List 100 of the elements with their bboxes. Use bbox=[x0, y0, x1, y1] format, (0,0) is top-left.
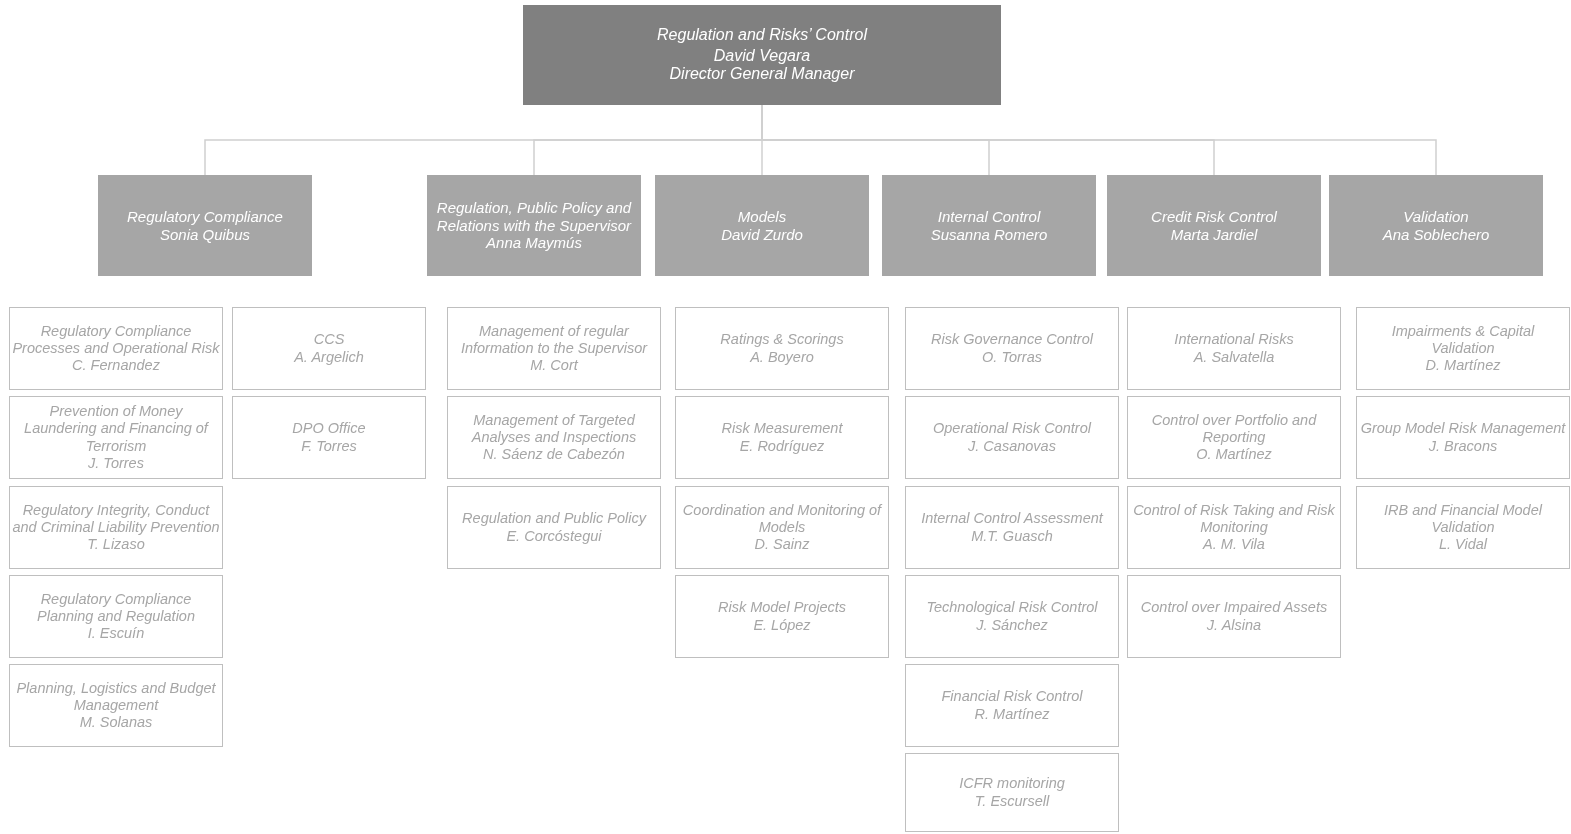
unit-box bbox=[1127, 486, 1341, 569]
unit-title: Models bbox=[737, 207, 787, 226]
unit-title: Internal Control bbox=[937, 207, 1041, 226]
unit-box bbox=[905, 396, 1119, 479]
person-name: Ana Soblechero bbox=[1382, 225, 1490, 244]
person-name: A. Boyero bbox=[750, 348, 814, 366]
person-name: A. Argelich bbox=[294, 348, 364, 366]
person-name: I. Escuín bbox=[87, 625, 145, 643]
person-name: David Zurdo bbox=[721, 225, 803, 244]
department-box bbox=[882, 175, 1096, 276]
unit-title: Regulation, Public Policy and Relations with the Supervisor bbox=[435, 198, 633, 235]
person-name: David Vegara bbox=[713, 46, 811, 66]
unit-box bbox=[9, 486, 223, 569]
department-box bbox=[655, 175, 869, 276]
unit-box bbox=[447, 396, 661, 479]
unit-title: Technological Risk Control bbox=[926, 599, 1098, 617]
unit-title: Regulation and Risks’ Control bbox=[657, 25, 867, 45]
person-name: J. Alsina bbox=[1206, 616, 1262, 634]
unit-title: Risk Measurement bbox=[721, 420, 843, 438]
person-name: Marta Jardiel bbox=[1170, 225, 1258, 244]
unit-box bbox=[9, 396, 223, 479]
unit-box bbox=[9, 307, 223, 390]
job-title: Director General Manager bbox=[669, 65, 855, 85]
person-name: A. M. Vila bbox=[1203, 536, 1265, 554]
unit-title: Impairments & Capital Validation bbox=[1390, 322, 1536, 358]
unit-title: Coordination and Monitoring of Models bbox=[681, 501, 884, 537]
person-name: E. López bbox=[753, 616, 811, 634]
person-name: E. Corcóstegui bbox=[506, 527, 602, 545]
unit-box bbox=[1127, 575, 1341, 658]
unit-title: Internal Control Assessment bbox=[921, 510, 1103, 528]
unit-box bbox=[447, 307, 661, 390]
unit-box bbox=[1356, 396, 1570, 479]
unit-box bbox=[905, 575, 1119, 658]
unit-title: Regulatory Integrity, Conduct and Criminal Liability Prevention bbox=[12, 501, 220, 537]
unit-title: Prevention of Money Laundering and Financing of Terrorism bbox=[23, 403, 210, 455]
unit-title: ICFR monitoring bbox=[959, 775, 1065, 793]
person-name: M.T. Guasch bbox=[971, 527, 1053, 545]
person-name: Anna Maymús bbox=[486, 234, 582, 253]
unit-box bbox=[1356, 486, 1570, 569]
person-name: T. Escursell bbox=[974, 792, 1050, 810]
unit-title: Control over Impaired Assets bbox=[1140, 599, 1328, 617]
unit-title: Credit Risk Control bbox=[1151, 207, 1277, 226]
department-box bbox=[1329, 175, 1543, 276]
unit-box bbox=[905, 486, 1119, 569]
person-name: C. Fernandez bbox=[72, 357, 160, 375]
unit-title: Ratings & Scorings bbox=[720, 331, 844, 349]
department-box bbox=[1107, 175, 1321, 276]
person-name: N. Sáenz de Cabezón bbox=[483, 446, 625, 464]
department-box bbox=[98, 175, 312, 276]
unit-box bbox=[232, 396, 426, 479]
unit-title: Regulation and Public Policy bbox=[462, 510, 646, 528]
top-management-box bbox=[523, 5, 1001, 105]
unit-title: Planning, Logistics and Budget Management bbox=[15, 679, 217, 715]
unit-title: International Risks bbox=[1174, 331, 1294, 349]
person-name: D. Martínez bbox=[1425, 357, 1501, 375]
unit-title: Regulatory Compliance Processes and Operational Risk bbox=[12, 322, 220, 358]
unit-box bbox=[905, 307, 1119, 390]
person-name: T. Lizaso bbox=[87, 536, 145, 554]
person-name: J. Torres bbox=[88, 454, 144, 472]
unit-box bbox=[447, 486, 661, 569]
unit-box bbox=[1356, 307, 1570, 390]
person-name: R. Martínez bbox=[974, 705, 1050, 723]
person-name: J. Sánchez bbox=[976, 616, 1048, 634]
unit-box bbox=[675, 486, 889, 569]
unit-title: Control of Risk Taking and Risk Monitoring bbox=[1132, 501, 1336, 537]
unit-title: Financial Risk Control bbox=[941, 688, 1083, 706]
person-name: E. Rodríguez bbox=[739, 437, 825, 455]
person-name: O. Torras bbox=[982, 348, 1042, 366]
unit-title: Regulatory Compliance Planning and Regulation bbox=[36, 590, 196, 626]
unit-box bbox=[905, 753, 1119, 832]
unit-title: Management of regular Information to the Supervisor bbox=[459, 322, 649, 358]
unit-box bbox=[1127, 396, 1341, 479]
unit-box bbox=[675, 575, 889, 658]
unit-box bbox=[9, 575, 223, 658]
unit-title: Validation bbox=[1403, 207, 1469, 226]
person-name: M. Cort bbox=[530, 357, 578, 375]
unit-title: Risk Governance Control bbox=[931, 331, 1093, 349]
person-name: J. Bracons bbox=[1428, 437, 1498, 455]
unit-title: Operational Risk Control bbox=[933, 420, 1091, 438]
unit-title: DPO Office bbox=[292, 420, 366, 438]
unit-box bbox=[232, 307, 426, 390]
unit-box bbox=[9, 664, 223, 747]
unit-box bbox=[675, 396, 889, 479]
unit-box bbox=[905, 664, 1119, 747]
person-name: O. Martínez bbox=[1196, 446, 1272, 464]
person-name: F. Torres bbox=[301, 437, 357, 455]
person-name: L. Vidal bbox=[1438, 536, 1488, 554]
unit-title: Control over Portfolio and Reporting bbox=[1150, 411, 1318, 447]
unit-title: CCS bbox=[313, 331, 345, 349]
person-name: D. Sainz bbox=[754, 536, 810, 554]
unit-box bbox=[675, 307, 889, 390]
unit-title: Group Model Risk Management bbox=[1360, 420, 1566, 438]
person-name: A. Salvatella bbox=[1193, 348, 1275, 366]
unit-title: Management of Targeted Analyses and Inspections bbox=[470, 411, 638, 447]
person-name: Susanna Romero bbox=[930, 225, 1048, 244]
department-box bbox=[427, 175, 641, 276]
person-name: M. Solanas bbox=[79, 714, 153, 732]
person-name: Sonia Quibus bbox=[159, 225, 251, 244]
unit-title: Regulatory Compliance bbox=[127, 207, 283, 226]
unit-title: Risk Model Projects bbox=[717, 599, 847, 617]
